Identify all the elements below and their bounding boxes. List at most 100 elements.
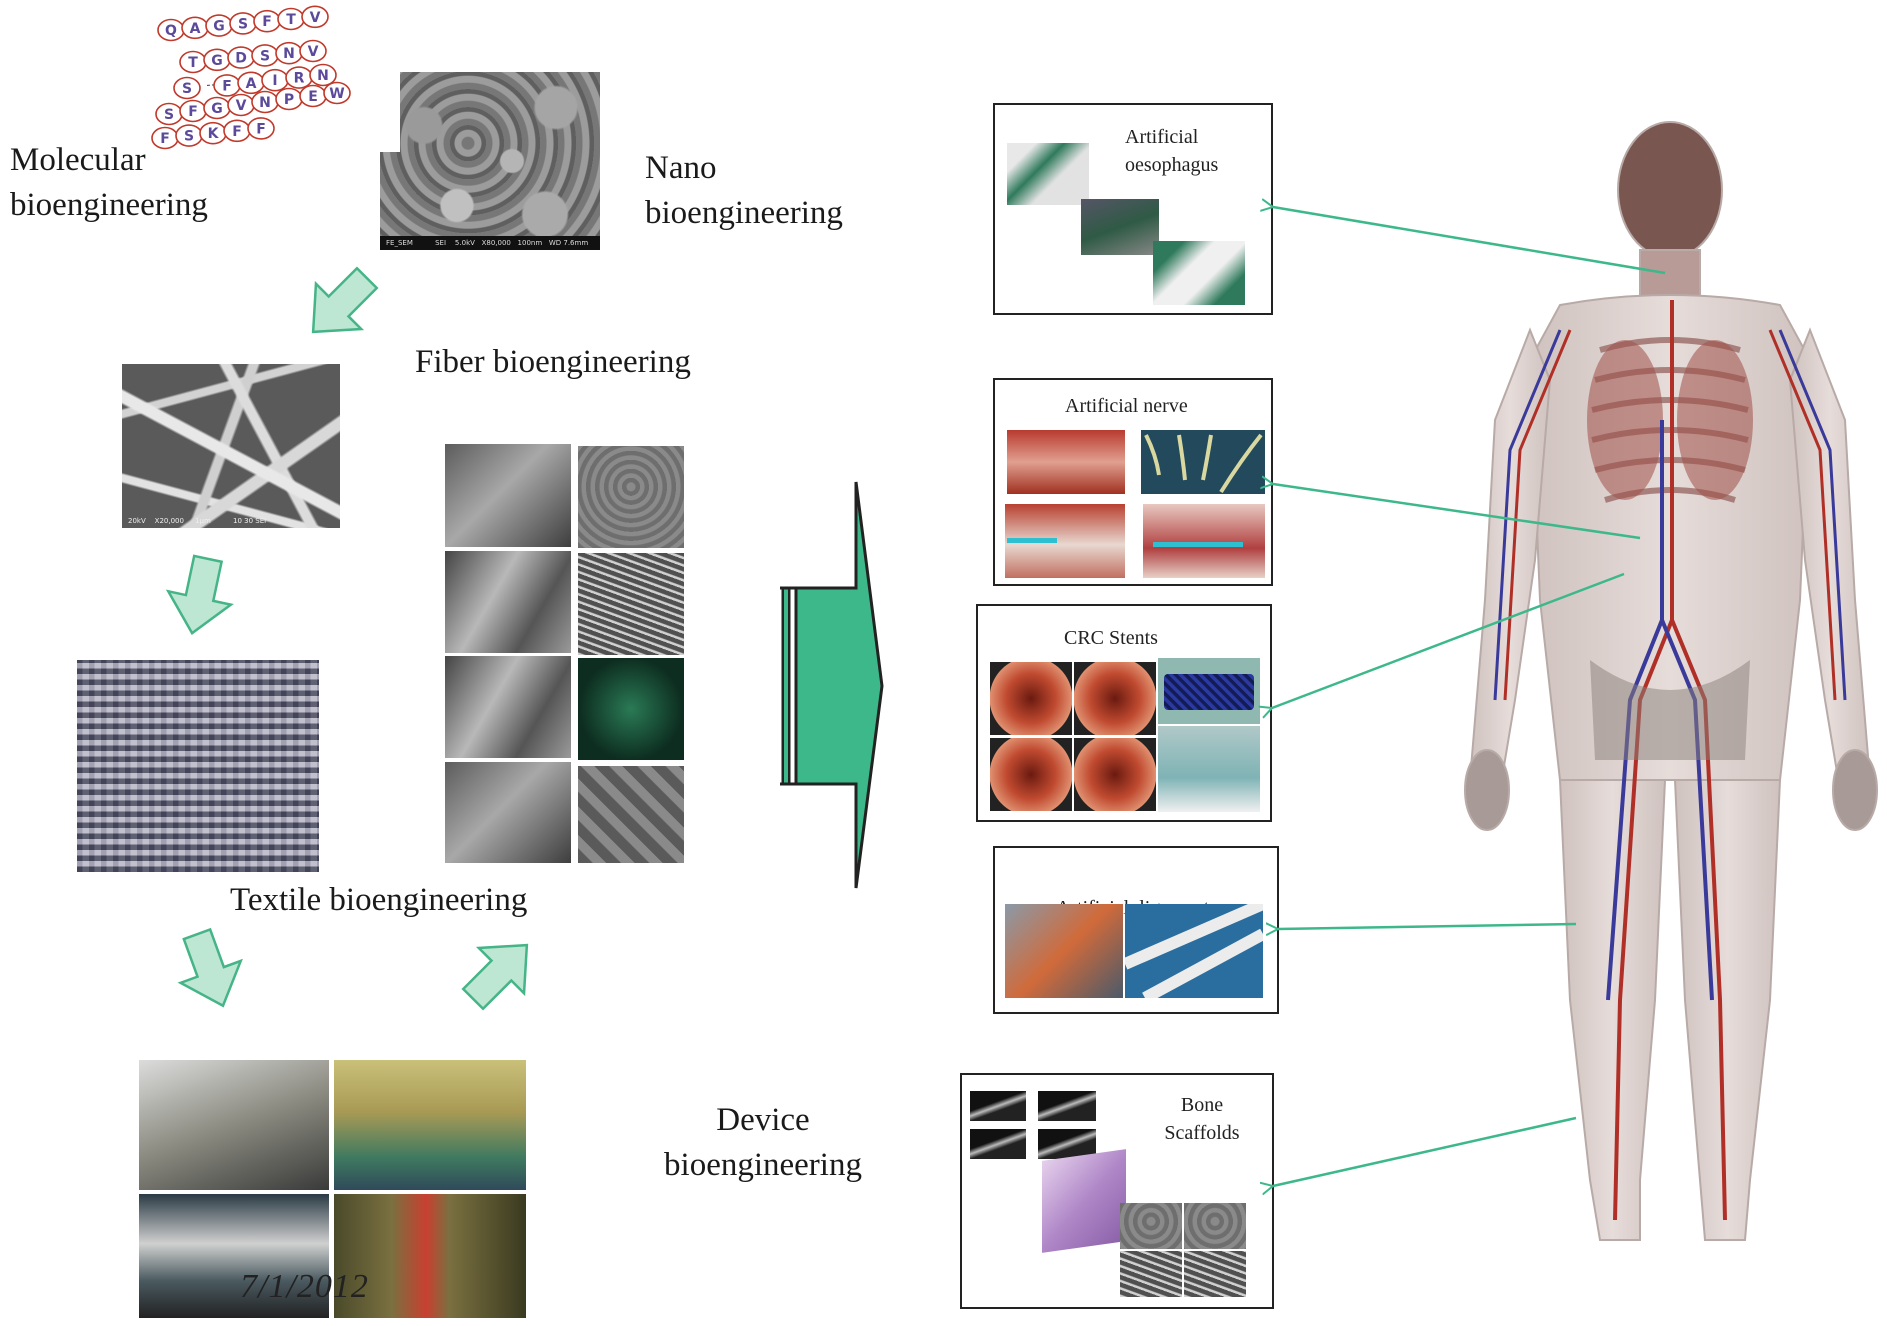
svg-text:G: G [211, 53, 223, 69]
label-fiber-bioengineering: Fiber bioengineering [415, 340, 691, 385]
xray-photo [970, 1091, 1026, 1121]
svg-text:R: R [294, 71, 305, 87]
svg-text:G: G [211, 101, 223, 117]
svg-text:A: A [190, 21, 201, 37]
label-molecular-bioengineering: Molecular bioengineering [10, 138, 208, 228]
sem-panel [578, 766, 684, 863]
title-line: CRC Stents [1064, 627, 1158, 649]
lungs [1587, 340, 1753, 500]
application-photo [1143, 504, 1265, 578]
amino-acid-circle: N [309, 63, 337, 87]
box-title: Bone Scaffolds [1152, 1091, 1252, 1147]
application-photo [1153, 241, 1245, 305]
connector-bone-scaffolds [1273, 1116, 1577, 1186]
svg-text:P: P [284, 92, 294, 108]
svg-text:F: F [256, 121, 266, 137]
label-line: Nano [645, 150, 717, 186]
sem-caption: FE_SEM SEI 5.0kV X80,000 100nm WD 7.6mm [380, 236, 600, 250]
svg-text:F: F [232, 124, 242, 140]
box-title: CRC Stents [1064, 624, 1158, 652]
amino-acid-circle: V [299, 39, 327, 63]
svg-text:F: F [262, 14, 272, 30]
svg-text:F: F [188, 104, 198, 120]
sem-panel [445, 762, 571, 863]
arrow-up-right-icon [461, 943, 529, 1011]
xray-photo [970, 1129, 1026, 1159]
svg-text:S: S [182, 81, 192, 97]
scaffold-sem [1184, 1203, 1246, 1249]
arrow-down-left-icon [311, 266, 379, 334]
application-photo [1125, 904, 1263, 998]
svg-text:N: N [259, 95, 271, 111]
svg-text:E: E [308, 89, 318, 105]
endoscopy-photo [990, 738, 1072, 811]
connector-arrow-icon [1272, 207, 1666, 1186]
title-line: Scaffolds [1164, 1122, 1240, 1144]
application-box-nerve: Artificial nerve [993, 378, 1273, 586]
amino-acid-circle: K [199, 121, 227, 145]
connector-oesophagus [1273, 207, 1666, 275]
svg-text:V: V [308, 44, 319, 60]
scaffold-sem [1120, 1251, 1182, 1297]
svg-text:T: T [188, 55, 198, 71]
nano-sem-image: FE_SEM SEI 5.0kV X80,000 100nm WD 7.6mm [380, 72, 600, 250]
sem-panel [445, 444, 571, 547]
amino-acid-circle: V [301, 5, 329, 29]
svg-text:S: S [184, 129, 194, 145]
amino-acid-circle: F [247, 117, 275, 140]
svg-text:S: S [164, 107, 174, 123]
xray-photo [1038, 1091, 1096, 1121]
sem-panel [445, 551, 571, 653]
machine-photo [139, 1060, 329, 1190]
label-line: Fiber bioengineering [415, 344, 691, 380]
title-line: Artificial nerve [1065, 395, 1188, 417]
application-box-ligament: Artificial ligament [993, 846, 1279, 1014]
stent-photo [1158, 658, 1260, 724]
machine-photo [334, 1060, 526, 1190]
arrow-down-right-icon [177, 927, 243, 1008]
svg-text:F: F [222, 78, 232, 94]
scaffold-sem [1120, 1203, 1182, 1249]
svg-text:N: N [317, 68, 329, 84]
nerve-conduits [1144, 433, 1263, 494]
box-title: Artificial oesophagus [1125, 123, 1218, 179]
application-photo [1005, 904, 1123, 998]
endoscopy-photo [990, 662, 1072, 735]
connector-nerve [1273, 484, 1641, 540]
arrow-down-icon [165, 554, 234, 636]
svg-text:V: V [310, 10, 321, 26]
svg-text:F: F [160, 131, 170, 147]
application-photo [1005, 504, 1125, 578]
svg-text:S: S [260, 48, 270, 64]
svg-text:G: G [213, 19, 225, 35]
connector-crc-stents [1272, 572, 1625, 708]
machine-photo [139, 1194, 329, 1318]
arrow-right-icon [780, 481, 884, 889]
application-box-crc-stents: CRC Stents [976, 604, 1272, 822]
svg-text:W: W [329, 86, 344, 102]
application-photo [1007, 430, 1125, 494]
amino-acid-circle: I [261, 68, 289, 92]
scaffold-sem [1184, 1251, 1246, 1297]
connector-ligament [1278, 924, 1577, 929]
svg-text:T: T [286, 12, 296, 28]
label-nano-bioengineering: Nano bioengineering [645, 146, 843, 236]
sem-panel [578, 553, 684, 655]
svg-text:V: V [236, 98, 247, 114]
label-textile-bioengineering: Textile bioengineering [230, 878, 527, 923]
sem-panel [445, 656, 571, 758]
title-line: Bone [1180, 1094, 1224, 1116]
title-line: oesophagus [1125, 154, 1219, 176]
application-photo [1141, 430, 1265, 494]
ligament-strands [1125, 904, 1263, 998]
endoscopy-photo [1074, 662, 1156, 735]
stent-deployment-photo [1158, 726, 1260, 812]
pelvis [1590, 660, 1750, 760]
box-title: Artificial nerve [1065, 392, 1188, 420]
svg-text:K: K [208, 126, 220, 142]
amino-acid-circle: S [173, 76, 201, 100]
